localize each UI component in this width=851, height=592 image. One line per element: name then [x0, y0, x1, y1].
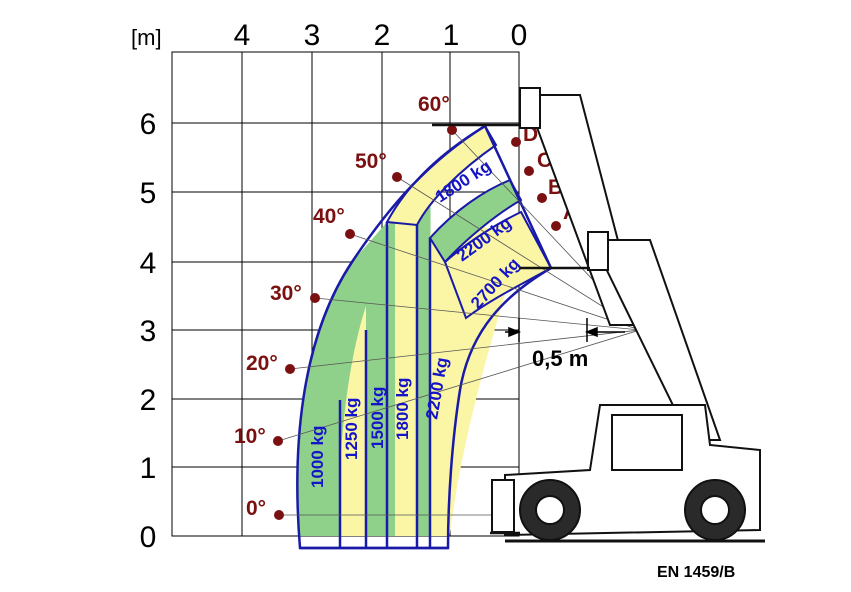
- boom-middle: [590, 239, 722, 441]
- y-tick-3: 3: [140, 315, 157, 348]
- y-tick-0: 0: [140, 521, 157, 554]
- fork-carriage-upper: [519, 87, 541, 129]
- radial-40: [349, 233, 641, 331]
- angle-label-10: 10°: [234, 425, 266, 448]
- scale-label: 0,5 m: [532, 346, 588, 371]
- y-tick-5: 5: [140, 177, 157, 210]
- angle-dot-30: [310, 293, 320, 303]
- load-label-1800-lower: 1800 kg: [393, 378, 412, 440]
- fork-carriage-middle: [587, 231, 609, 271]
- angle-dot-20: [285, 364, 295, 374]
- angle-label-0: 0°: [246, 497, 266, 520]
- angle-dot-40: [345, 229, 355, 239]
- x-tick-4: 4: [234, 19, 251, 52]
- envelope-outline: [296, 124, 553, 550]
- zone-1800kg-lower: [395, 180, 417, 536]
- radial-20: [289, 329, 641, 370]
- load-label-1000: 1000 kg: [308, 426, 327, 488]
- load-label-1500: 1500 kg: [368, 387, 387, 449]
- angle-label-20: 20°: [246, 352, 278, 375]
- x-axis-ticks: 4 3 2 1 0: [234, 19, 528, 52]
- angle-dot-0: [274, 510, 284, 520]
- angle-dot-50: [392, 172, 402, 182]
- radial-50: [396, 176, 641, 331]
- scale-indicator: [505, 318, 625, 342]
- x-tick-0: 0: [511, 19, 528, 52]
- cab-window: [611, 414, 683, 471]
- rear-wheel-hub: [700, 495, 730, 525]
- zone-2200kg-lower: [417, 170, 431, 536]
- x-tick-3: 3: [304, 19, 321, 52]
- telehandler-illustration: [432, 87, 765, 543]
- angle-dot-10: [273, 436, 283, 446]
- scale-arrow-left-head: [508, 326, 522, 338]
- y-tick-1: 1: [140, 452, 157, 485]
- unit-label: [m]: [131, 25, 162, 50]
- angle-label-50: 50°: [355, 150, 387, 173]
- angle-label-60: 60°: [418, 93, 450, 116]
- angle-label-40: 40°: [313, 205, 345, 228]
- standard-code: EN 1459/B: [657, 564, 735, 581]
- y-axis-ticks: 6 5 4 3 2 1 0: [140, 108, 157, 554]
- radial-10: [277, 329, 641, 442]
- radial-30: [314, 297, 641, 331]
- zone-1250kg: [339, 306, 366, 536]
- ext-dot-d: [511, 137, 521, 147]
- angle-markers: 60° 50° 40° 30° 20° 10° 0°: [234, 93, 457, 520]
- x-tick-2: 2: [374, 19, 391, 52]
- load-label-1250: 1250 kg: [342, 398, 361, 460]
- ext-dot-b: [537, 193, 547, 203]
- ext-dot-c: [524, 166, 534, 176]
- y-tick-4: 4: [140, 247, 157, 280]
- y-tick-6: 6: [140, 108, 157, 141]
- scale-arrow-right-head: [584, 326, 598, 338]
- front-wheel-hub: [535, 495, 565, 525]
- angle-dot-60: [447, 125, 457, 135]
- outer-envelope: [296, 124, 553, 550]
- angle-label-30: 30°: [270, 282, 302, 305]
- x-tick-1: 1: [443, 19, 460, 52]
- ext-dot-a: [551, 221, 561, 231]
- front-carriage: [491, 479, 515, 533]
- y-tick-2: 2: [140, 384, 157, 417]
